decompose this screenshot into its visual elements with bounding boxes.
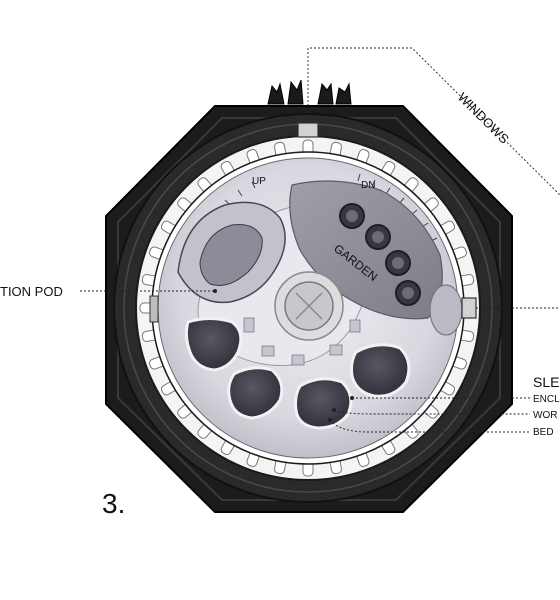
pod-leader-dot: [213, 289, 217, 293]
up-label: UP: [252, 176, 266, 187]
left-port: [149, 295, 159, 323]
hub-connectors: [243, 317, 361, 366]
sleep-pod-3: [294, 377, 353, 430]
figure-number: 3.: [102, 488, 125, 519]
bed-leader-dot: [328, 418, 332, 422]
sleep-pod-1: [184, 317, 243, 372]
right-port-leader-dot: [498, 306, 502, 310]
wor-label: WOR: [533, 410, 557, 421]
windows-label: WINDOWS: [455, 90, 512, 147]
pod-label: TION POD: [0, 284, 63, 299]
bed-label: BED: [533, 427, 554, 438]
top-port: [297, 122, 319, 138]
sleep-pod-4: [350, 343, 411, 398]
encl-leader-dot: [350, 396, 354, 400]
wor-leader: [333, 409, 530, 415]
encl-label: ENCL: [533, 394, 560, 405]
side-hatch: [429, 284, 463, 336]
dn-label: DN: [361, 180, 375, 191]
wor-leader-dot: [332, 408, 336, 412]
central-hub-cross: [295, 292, 323, 320]
windows-leader: [307, 47, 560, 196]
top-connectors: [267, 79, 352, 105]
sleep-pod-2: [227, 366, 284, 420]
bed-leader: [329, 419, 530, 433]
sle-label: SLE: [533, 374, 559, 390]
garden-planters: [339, 203, 421, 306]
operation-pod-screen: [199, 224, 263, 286]
right-port: [461, 297, 477, 319]
